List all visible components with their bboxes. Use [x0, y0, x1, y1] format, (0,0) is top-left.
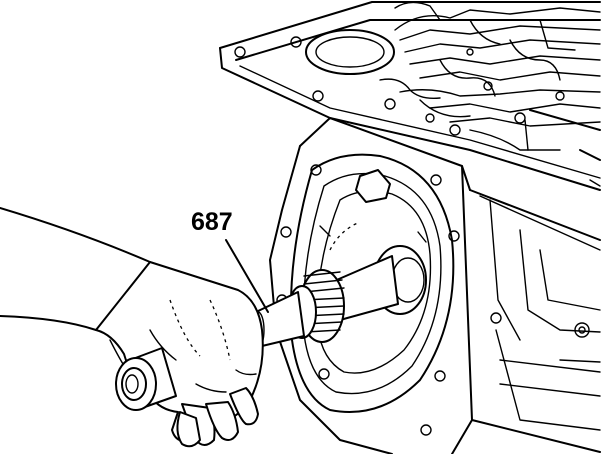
hand: [0, 207, 264, 448]
callout-leader: [225, 239, 269, 313]
valve-body-plate: [219, 1, 601, 191]
input-shaft: [251, 245, 427, 349]
valve-body-passages: [379, 1, 601, 151]
callout-label-687: 687: [191, 208, 233, 236]
tool-handle: [115, 347, 177, 411]
